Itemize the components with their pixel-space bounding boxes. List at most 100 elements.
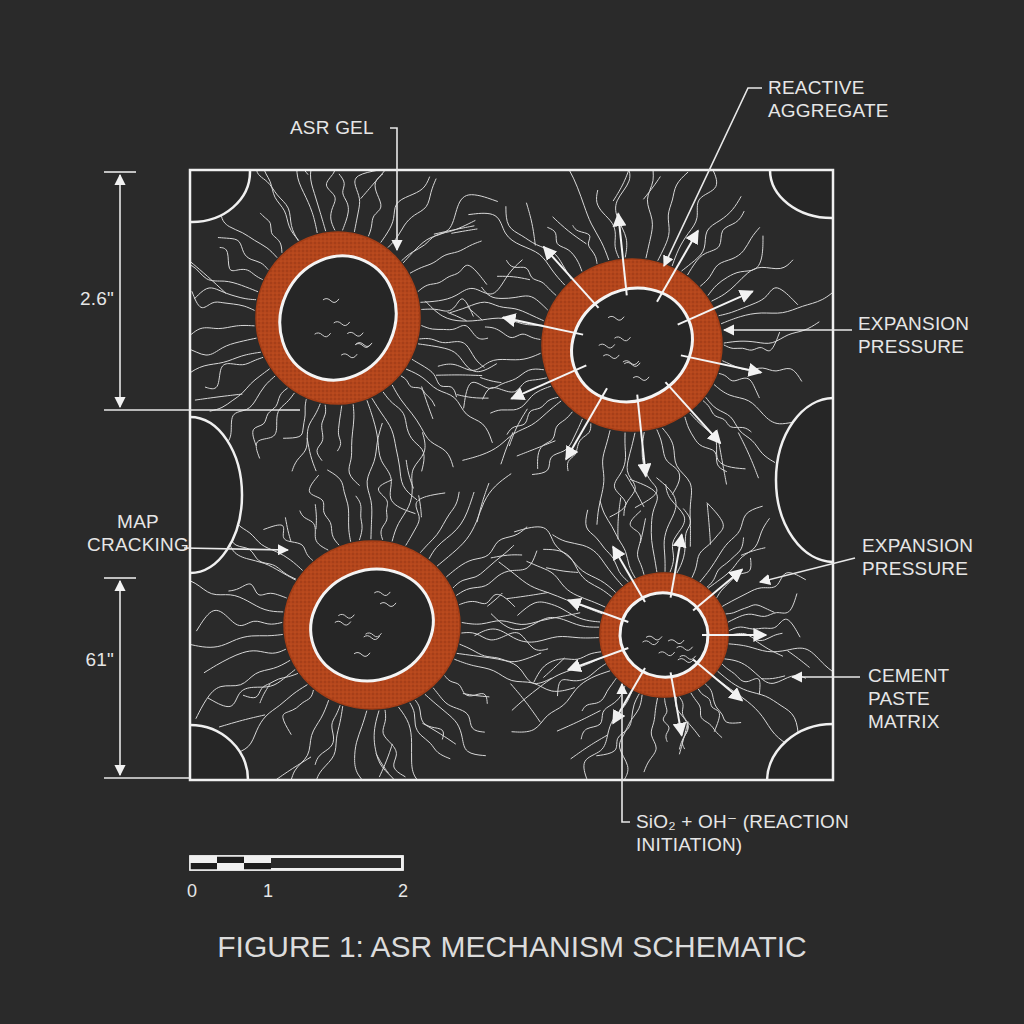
dimension-text: 61"	[70, 648, 114, 671]
crack-line	[190, 634, 283, 647]
crack-line	[450, 302, 544, 321]
crack-line	[509, 409, 527, 446]
expansion-arrow	[681, 355, 761, 372]
expansion-arrow	[678, 291, 753, 324]
aggregate-texture	[338, 614, 354, 618]
crack-line	[419, 339, 484, 368]
crack-line	[401, 376, 435, 406]
crack-line	[208, 670, 295, 707]
crack-line	[406, 493, 445, 546]
crack-line	[663, 698, 669, 741]
expansion-arrows	[503, 214, 766, 736]
crack-line	[725, 659, 806, 684]
crack-line	[192, 291, 255, 310]
crack-line	[368, 174, 383, 237]
crack-line	[310, 170, 325, 231]
aggregate-texture	[608, 316, 624, 320]
aggregate-texture	[365, 633, 381, 637]
crack-line	[630, 479, 657, 572]
crack-line	[571, 735, 608, 759]
crack-line	[378, 480, 392, 540]
crack-line	[708, 518, 769, 588]
crack-line	[512, 671, 611, 732]
crack-line	[379, 744, 392, 777]
callout-label: SiO₂ + OH⁻ (REACTION INITIATION)	[636, 810, 866, 856]
crack-line	[656, 478, 676, 572]
crack-line	[231, 506, 303, 571]
aggregate-texture	[380, 603, 396, 607]
crack-line	[367, 423, 382, 539]
crack-line	[511, 684, 541, 723]
aggregate-texture	[374, 592, 390, 596]
callout-label: ASR GEL	[290, 116, 390, 139]
crack-line	[356, 496, 362, 540]
crack-line	[481, 287, 547, 310]
crack-line	[196, 610, 282, 631]
crack-line	[692, 503, 723, 578]
crack-line	[534, 652, 601, 682]
crack-line	[557, 664, 605, 696]
dimension-text: 2.6"	[70, 287, 114, 310]
expansion-arrow	[511, 365, 586, 398]
expansion-arrow	[613, 547, 645, 602]
aggregate-texture	[315, 333, 331, 337]
crack-line	[761, 676, 785, 679]
crack-line	[738, 433, 758, 479]
crack-line	[596, 694, 639, 756]
crack-line	[300, 511, 328, 550]
leader-lines	[184, 88, 860, 822]
crack-line	[480, 377, 501, 382]
expansion-arrow	[544, 247, 599, 308]
crack-line	[349, 404, 360, 485]
crack-line	[553, 217, 587, 244]
crack-line	[676, 697, 688, 749]
crack-line	[616, 170, 630, 257]
crack-line	[195, 394, 243, 400]
crack-line	[457, 653, 552, 683]
crack-line	[283, 690, 314, 735]
concrete-section	[190, 170, 833, 780]
crack-line	[787, 651, 809, 668]
crack-line	[506, 592, 548, 598]
crack-line	[543, 549, 612, 597]
crack-line	[567, 424, 590, 472]
crack-line	[190, 577, 283, 611]
expansion-arrow	[568, 600, 628, 622]
crack-line	[429, 492, 474, 559]
crack-line	[256, 700, 328, 780]
crack-line	[459, 594, 515, 606]
crack-line	[687, 722, 700, 738]
crack-line	[501, 432, 513, 464]
crack-line	[512, 657, 603, 710]
crack-line	[475, 629, 599, 642]
crack-line	[355, 711, 372, 780]
crack-line	[263, 170, 298, 240]
aggregate-texture	[646, 636, 662, 640]
crack-line	[722, 573, 806, 607]
crack-line	[526, 203, 535, 246]
crack-line	[451, 229, 477, 233]
crack-line	[677, 509, 691, 573]
aggregate-texture	[341, 354, 357, 358]
crack-line	[392, 432, 425, 541]
aggregate-core	[295, 552, 449, 698]
crack-line	[210, 369, 270, 411]
asr-gel-rim	[542, 259, 722, 431]
crack-line	[190, 325, 255, 351]
aggregate-texture	[323, 299, 339, 303]
crack-line	[468, 213, 564, 285]
crack-line	[436, 374, 482, 376]
crack-line	[719, 440, 727, 484]
crack-line	[717, 558, 751, 598]
aggregate-core	[260, 237, 417, 399]
crack-line	[456, 551, 537, 596]
aggregate-texture	[355, 344, 371, 348]
crack-line	[398, 707, 431, 780]
scale-number: 0	[182, 881, 202, 903]
crack-line	[485, 327, 540, 340]
crack-line	[316, 706, 343, 780]
expansion-arrow	[671, 535, 682, 598]
crack-line	[682, 196, 742, 271]
